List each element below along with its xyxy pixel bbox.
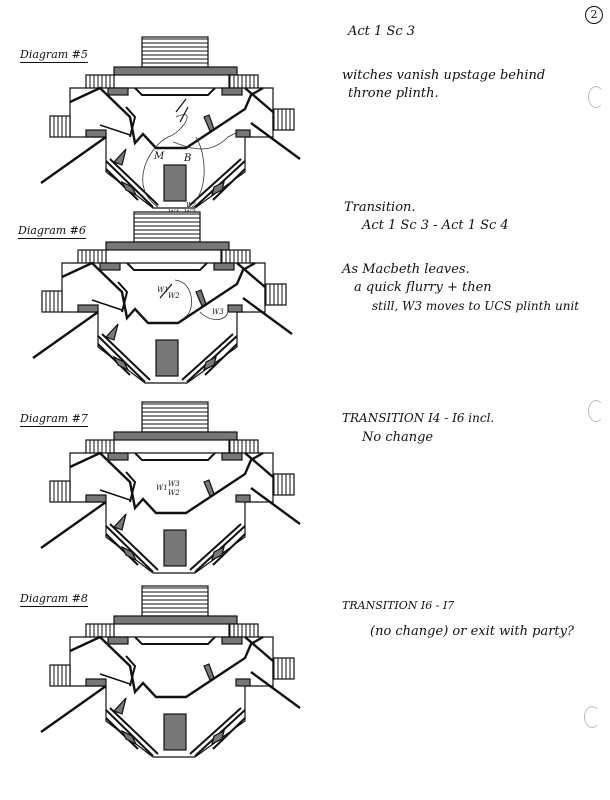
diagram-label: Diagram #7 [20,412,88,427]
actor-mark: M [153,151,165,162]
punch-hole [588,86,604,108]
diagram-7: W1 W3 W2 [39,400,302,575]
diagram-6: W1 W2 W3 [31,210,294,385]
punch-hole [584,706,600,728]
note-text: No change [362,430,434,445]
note-heading: TRANSITION I4 - I6 incl. [342,411,495,425]
diagram-label: Diagram #8 [20,592,88,607]
note-text: As Macbeth leaves. [342,262,470,277]
actor-mark: W2 [168,489,180,497]
actor-mark: W3 [168,480,180,488]
note-heading: TRANSITION I6 - I7 [342,599,455,612]
actor-mark: W2 [168,292,180,300]
actor-mark: W1 [156,484,168,492]
punch-hole [588,400,604,422]
diagram-label: Diagram #5 [20,48,88,63]
note-text: (no change) or exit with party? [370,624,574,639]
diagram-label: Diagram #6 [18,224,86,239]
note-text: throne plinth. [348,86,439,101]
actor-mark: W1 [157,286,169,294]
note-text: still, W3 moves to UCS plinth unit [372,299,580,313]
diagram-5: M B W1 W3 W2 [39,35,302,217]
actor-mark: W3 [212,308,224,316]
diagram-8 [39,584,302,759]
note-heading: Act 1 Sc 3 [348,24,416,39]
actor-mark: W2 [186,202,196,209]
note-heading: Transition. [344,200,416,215]
note-text: a quick flurry + then [354,280,492,295]
page-number: 2 [585,6,603,24]
actor-mark: B [183,153,191,164]
note-text: witches vanish upstage behind [342,68,546,83]
note-text: Act 1 Sc 3 - Act 1 Sc 4 [362,218,509,233]
